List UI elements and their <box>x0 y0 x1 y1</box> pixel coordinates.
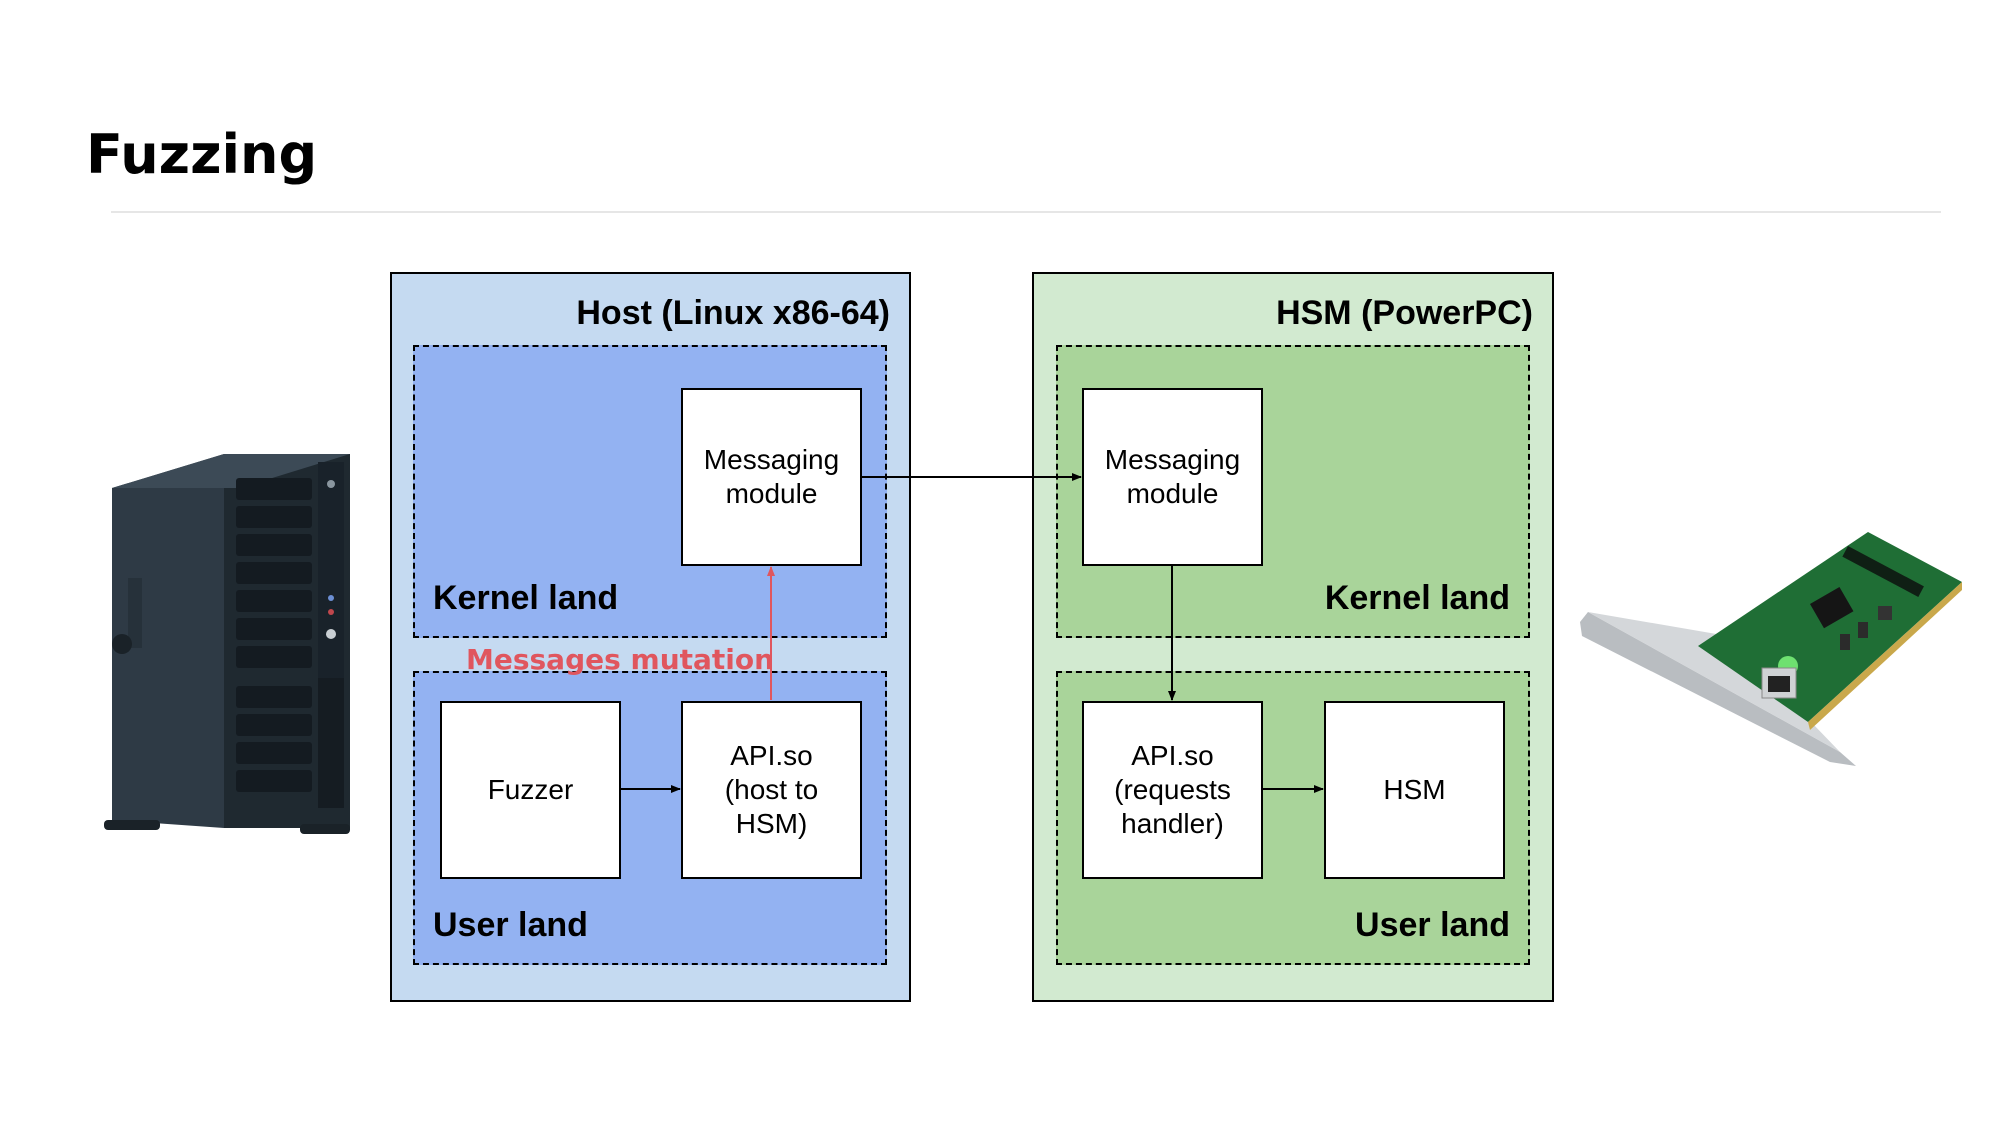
server-tower-illustration <box>104 454 350 834</box>
title-divider <box>111 211 1941 213</box>
host-kernel-land-label: Kernel land <box>433 579 619 617</box>
hsm-panel-title: HSM (PowerPC) <box>1276 294 1533 332</box>
host-panel-title: Host (Linux x86-64) <box>576 294 890 332</box>
mutation-label: Messages mutation <box>466 643 775 676</box>
hsm-kernel-land-label: Kernel land <box>1324 579 1510 617</box>
host-user-land-label: User land <box>433 906 588 944</box>
slide-title: Fuzzing <box>86 123 318 186</box>
host-api-box: API.so (host to HSM) <box>681 701 862 879</box>
hsm-user-land-label: User land <box>1355 906 1510 944</box>
pci-card-illustration <box>1580 532 1962 766</box>
hsm-box: HSM <box>1324 701 1505 879</box>
fuzzer-box: Fuzzer <box>440 701 621 879</box>
host-messaging-module: Messaging module <box>681 388 862 566</box>
hsm-api-box: API.so (requests handler) <box>1082 701 1263 879</box>
hsm-messaging-module: Messaging module <box>1082 388 1263 566</box>
